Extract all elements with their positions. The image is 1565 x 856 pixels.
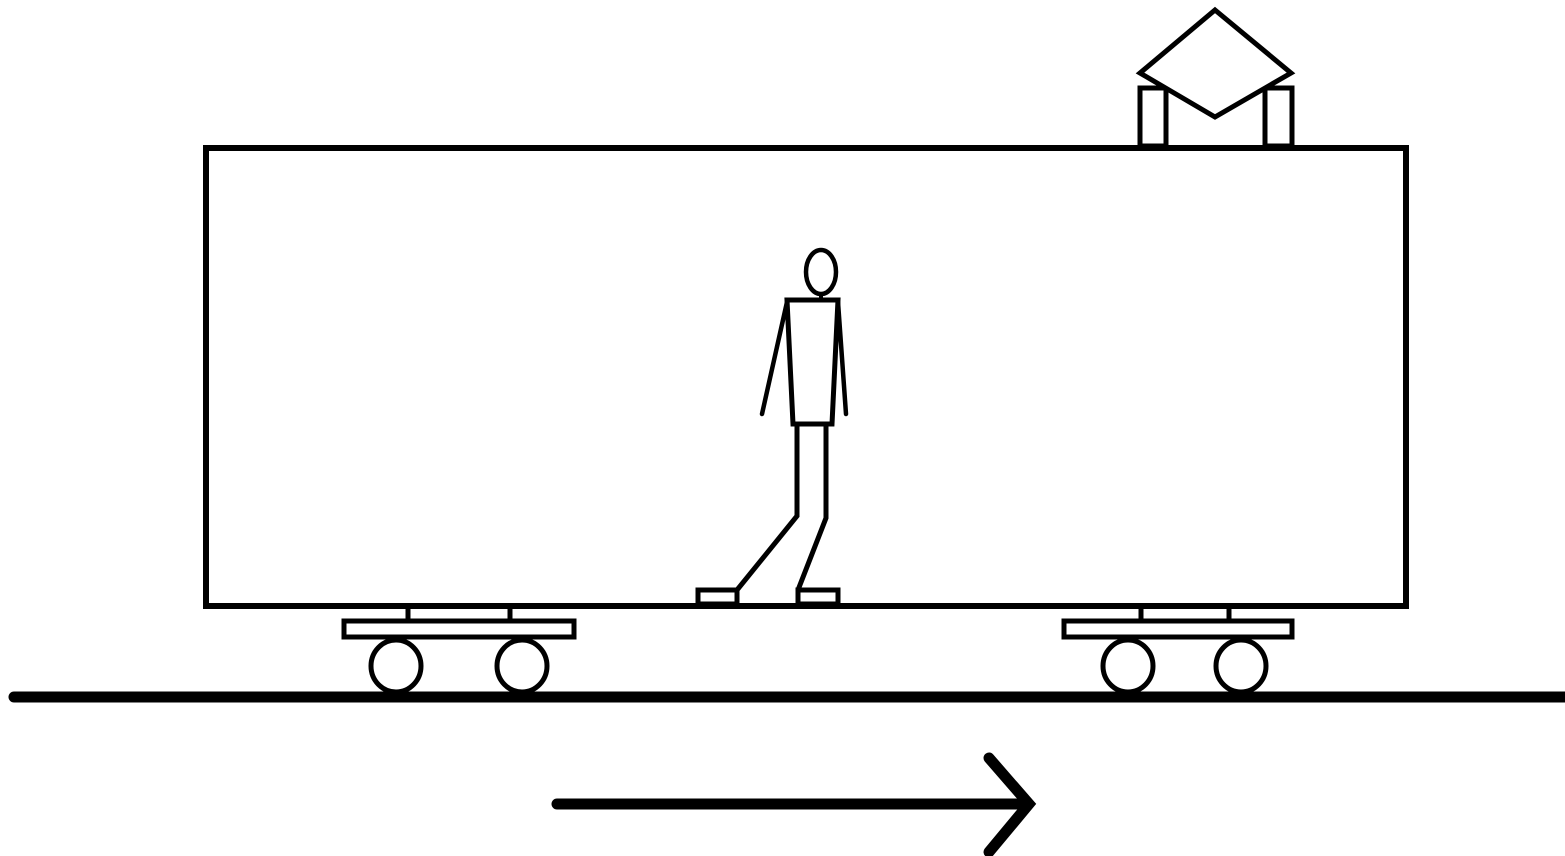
pantograph xyxy=(1140,10,1292,146)
right-bogie-wheel-2 xyxy=(1216,640,1266,692)
person-head xyxy=(806,250,836,294)
left-bogie xyxy=(344,606,574,692)
left-bogie-wheel-2 xyxy=(497,640,547,692)
right-bogie-frame xyxy=(1064,621,1292,637)
pantograph-right-post xyxy=(1265,88,1292,146)
person-front-foot xyxy=(798,590,838,604)
left-bogie-wheel-1 xyxy=(371,640,421,692)
motion-arrow xyxy=(557,758,1029,852)
right-bogie xyxy=(1064,606,1292,692)
left-bogie-frame xyxy=(344,621,574,637)
pantograph-left-post xyxy=(1140,88,1166,146)
person-back-foot xyxy=(698,590,737,604)
person-torso xyxy=(787,300,838,424)
right-bogie-wheel-1 xyxy=(1103,640,1153,692)
